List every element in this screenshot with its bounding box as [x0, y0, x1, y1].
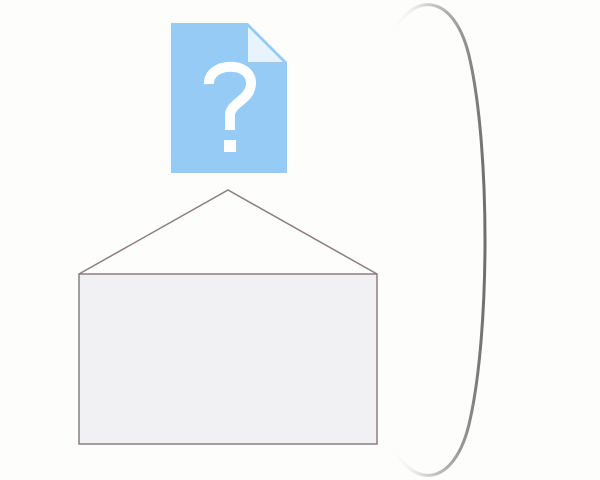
question-mark-dot: [224, 140, 236, 152]
file-corner-fold: [248, 27, 283, 62]
envelope-body: [78, 273, 378, 445]
envelope-flap: [78, 189, 378, 275]
ring-outline: [388, 3, 487, 477]
unknown-file-icon: [171, 23, 287, 173]
question-mark-icon: [204, 61, 256, 130]
